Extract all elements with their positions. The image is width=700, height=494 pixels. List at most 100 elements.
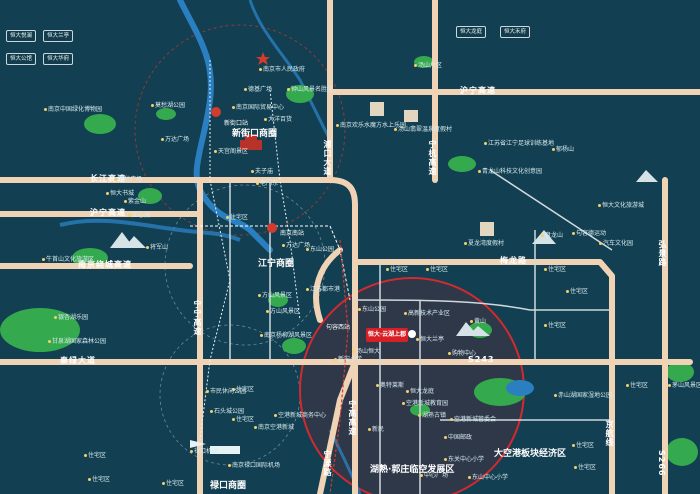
poi-zhuzhai-8[interactable]: 住宅区 [236,416,255,423]
poi-zhuzhai-13[interactable]: 住宅区 [578,464,597,471]
poi-dongshan[interactable]: 东山公园 [310,246,335,253]
poi-chidhu[interactable]: 赤山湖国家湿地公园 [558,392,613,399]
poi-zhidu[interactable]: 句容德运动 [576,230,607,237]
poi-zhuzhai-12[interactable]: 住宅区 [576,442,595,449]
poi-binjiang[interactable]: 空港新城教育园 [406,400,449,407]
poi-fuzimiao[interactable]: 夫子庙 [255,168,274,175]
poi-hengda-tour-map-dot [406,390,409,393]
poi-xinmin[interactable]: 新民 [372,426,385,433]
poi-xiaozhuang-dot [206,390,209,393]
poi-huhu[interactable]: 湖熟古镇 [422,412,447,419]
poi-gov[interactable]: 南京市人民政府 [263,66,306,73]
poi-hengda-tour-map[interactable]: 恒大龙庭 [410,388,435,395]
poi-zhongguo[interactable]: 中国邮政 [448,434,473,441]
project-marker[interactable]: 恒大·云湖上郡 [366,328,408,342]
poi-fangshan[interactable]: 方山风景区 [270,308,301,315]
poi-zhuzhai-14[interactable]: 住宅区 [630,382,649,389]
poi-jiangjunshan-dot [146,246,149,249]
poi-mall[interactable]: 购物中心 [452,350,477,357]
poi-zhuzhai-3-dot [544,268,547,271]
poi-ouz[interactable]: 南京欢乐水魔方水上乐园 [340,122,407,129]
poi-qiuqi[interactable]: 青龙山科技文化创意园 [482,168,543,175]
poi-ouz-dot [336,124,339,127]
poi-gaotie[interactable]: 南京杨柳湖风景区 [264,332,313,339]
poi-tangshan-2[interactable]: 盘龙山 [545,232,564,239]
poi-fangshan-dot [266,310,269,313]
poi-dongchuan[interactable]: 东山公园 [362,306,387,313]
poi-intl-trade[interactable]: 南京国际贸易中心 [236,104,285,111]
highway-qinglv: 秦绿大道 [60,356,96,365]
poi-ziyangs[interactable]: 紫金山 [128,198,147,205]
poi-wanda-2[interactable]: 万达广场 [286,242,311,249]
poi-zhishan[interactable]: 郁杨山 [556,146,575,153]
highway-s243: S243 [468,355,495,364]
poi-daxing[interactable]: 大洋百货 [268,116,293,123]
poi-wuyuan-dot [114,178,117,181]
poi-yinghua-dot [54,316,57,319]
poi-wuyuan[interactable]: 莫愁广场 [118,176,143,183]
poi-deji[interactable]: 德基广场 [248,86,273,93]
poi-qiche[interactable]: 汽车文化园 [603,240,634,247]
poi-hengda-city[interactable]: 恒大书城 [110,190,135,197]
poi-yinghua[interactable]: 银杏湖乐园 [58,314,89,321]
poi-kongjian-2[interactable]: 空港新城商务中心 [278,412,327,419]
poi-tangquan[interactable]: 汤山恒大 [356,348,381,355]
poi-wanda-1[interactable]: 万达广场 [165,136,190,143]
poi-museum[interactable]: 南京中国绿化博物园 [48,106,103,113]
poi-sanxia[interactable]: 东关中心小学 [448,456,485,463]
poi-fangshan-2[interactable]: 方山风景区 [262,292,293,299]
poi-tangshan[interactable]: 汤山翡翠温泉度假村 [398,126,453,133]
poi-zhengfu[interactable]: 空港新城管委会 [454,416,497,423]
poi-binjiang-dot [402,402,405,405]
poi-niushou[interactable]: 牛首山文化旅游区 [46,256,95,263]
poi-hengda-tour[interactable]: 恒大文化旅游城 [602,202,645,209]
poi-ganquan[interactable]: 甘泉湖国家森林公园 [52,338,107,345]
poi-jiangsu-zhidao[interactable]: 江苏都市港 [310,286,341,293]
poi-xiangshan[interactable]: 夏龙湾度假村 [468,240,505,247]
poi-zhuzhai-4[interactable]: 住宅区 [570,288,589,295]
poi-kongjian[interactable]: 南京空港新城 [258,424,295,431]
poi-zhuzhai-5[interactable]: 住宅区 [548,322,567,329]
highway-pukou: 浦口大道 [323,140,332,176]
poi-zhuzhai-1[interactable]: 住宅区 [390,266,409,273]
poi-laomendong[interactable]: 老门东 [260,180,279,187]
poi-zhuzhai-10[interactable]: 住宅区 [92,476,111,483]
poi-gaoxin[interactable]: 高新技术产业区 [408,310,451,317]
poi-lukou-airport[interactable]: 南京禄口国际机场 [232,462,281,469]
poi-shixian-dot [210,410,213,413]
highway-huning-west: 沪宁高速 [90,208,126,217]
poi-zhongshan[interactable]: 钟山风景名胜区 [291,86,334,93]
poi-zhuzhai-6[interactable]: 住宅区 [230,214,249,221]
poi-zhidu-dot [572,232,575,235]
poi-zhuzhai-11[interactable]: 住宅区 [166,480,185,487]
poi-xiaozhuang[interactable]: 市民休闲公园 [210,388,247,395]
poi-xiaoxue-2[interactable]: 东山中心小学 [472,474,509,481]
poi-mochou[interactable]: 莫愁湖公园 [155,102,186,109]
poi-zhuzhai-6-dot [226,216,229,219]
poi-tangshan-dot [394,128,397,131]
poi-lukou-city[interactable]: 禄口机场 [194,448,219,455]
poi-maoshan-dot [668,384,671,387]
poi-zhongxin[interactable]: 中心广场 [424,472,449,479]
poi-football[interactable]: 江苏省江宁足球训练基地 [488,140,555,147]
poi-hengda-lanting-map[interactable]: 恒大兰亭 [420,336,445,343]
poi-xiaoxue[interactable]: 新安小学 [338,356,363,363]
poi-tianxin-dot [214,150,217,153]
poi-hengda-lanting-map-dot [416,338,419,341]
poi-tangshan-area[interactable]: 汤山片区 [418,62,443,69]
poi-zhuzhai-7[interactable]: 住宅区 [236,386,255,393]
poi-jiangjunshan[interactable]: 将军山 [150,244,169,251]
poi-huangshan[interactable]: 黄山 [474,318,487,325]
poi-zhuzhai-2[interactable]: 住宅区 [430,266,449,273]
poi-dongshan-dot [306,248,309,251]
poi-maoshan[interactable]: 茅山风景区 [672,382,700,389]
poi-shixian[interactable]: 石头城公园 [214,408,245,415]
station-east: 句容西站 [326,324,351,331]
poi-shenmao[interactable]: 奥特莱斯 [380,382,405,389]
poi-zhuzhai-9[interactable]: 住宅区 [88,452,107,459]
poi-zhuzhai-3[interactable]: 住宅区 [548,266,567,273]
poi-jiangxin[interactable]: 江心洲 [132,212,151,219]
poi-tianxin[interactable]: 天宫阁景区 [218,148,249,155]
poi-deji-dot [244,88,247,91]
